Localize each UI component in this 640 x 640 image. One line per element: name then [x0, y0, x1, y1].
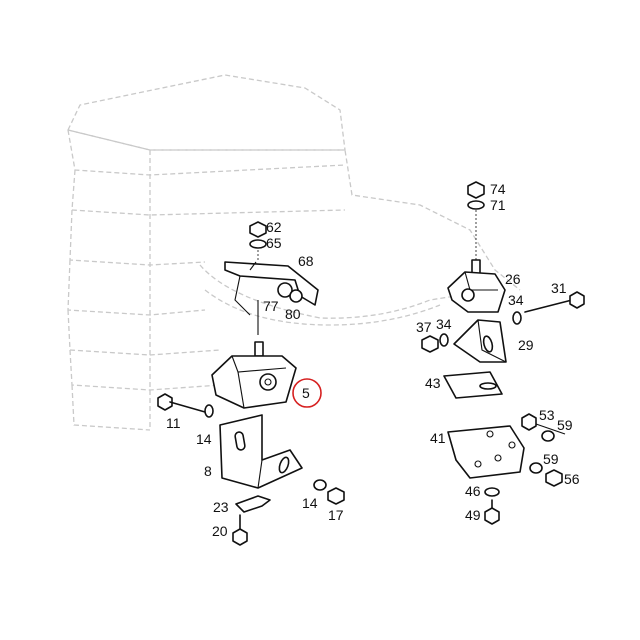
- callout-14-lower: 14: [302, 495, 318, 511]
- washer-14-left: [204, 404, 214, 418]
- callout-29: 29: [518, 337, 534, 353]
- callout-20: 20: [212, 523, 228, 539]
- callout-68: 68: [298, 253, 314, 269]
- bolt-20: [232, 514, 248, 546]
- bolt-31: [524, 291, 585, 313]
- washer-65: [249, 239, 267, 249]
- washer-34-right: [512, 311, 522, 325]
- callout-37: 37: [416, 319, 432, 335]
- engine-mount-5: [211, 341, 297, 409]
- callout-46: 46: [465, 483, 481, 499]
- bracket-41: [447, 425, 525, 479]
- callout-59-upper: 59: [557, 417, 573, 433]
- callout-71: 71: [490, 197, 506, 213]
- washer-14-lower: [313, 479, 327, 491]
- nut-37: [421, 335, 439, 353]
- bolt-53: [521, 413, 566, 435]
- nut-74: [467, 181, 485, 199]
- plate-43: [443, 371, 503, 399]
- callout-31: 31: [551, 280, 567, 296]
- nut-80: [277, 282, 303, 303]
- clip-23: [235, 495, 271, 513]
- callout-23: 23: [213, 499, 229, 515]
- nut-56: [545, 469, 563, 487]
- callout-34-right: 34: [508, 292, 524, 308]
- washer-34-left: [439, 333, 449, 347]
- callout-43: 43: [425, 375, 441, 391]
- callout-14-left: 14: [196, 431, 212, 447]
- washer-71: [467, 200, 485, 210]
- callout-49: 49: [465, 507, 481, 523]
- callout-11: 11: [166, 415, 181, 431]
- washer-59-upper: [541, 430, 555, 442]
- callout-77: 77: [263, 298, 279, 314]
- callout-26: 26: [505, 271, 521, 287]
- callout-34-left: 34: [436, 316, 452, 332]
- callout-5: 5: [302, 385, 310, 401]
- callout-41: 41: [430, 430, 446, 446]
- nut-17: [327, 487, 345, 505]
- callout-59-lower: 59: [543, 451, 559, 467]
- callout-53: 53: [539, 407, 555, 423]
- bracket-8: [219, 414, 303, 489]
- highlight-circle: [292, 378, 322, 408]
- bolt-11: [157, 393, 206, 413]
- bracket-29: [453, 319, 507, 363]
- washer-59-lower: [529, 462, 543, 474]
- callout-56: 56: [564, 471, 580, 487]
- callout-74: 74: [490, 181, 506, 197]
- callout-8: 8: [204, 463, 212, 479]
- callout-62: 62: [266, 219, 282, 235]
- washer-46: [484, 487, 500, 497]
- callout-17: 17: [328, 507, 344, 523]
- bolt-49: [484, 499, 500, 525]
- engine-block-outline: [67, 74, 521, 431]
- engine-mount-26: [447, 259, 506, 313]
- callout-80: 80: [285, 306, 301, 322]
- nut-62: [249, 221, 267, 238]
- callout-65: 65: [266, 235, 282, 251]
